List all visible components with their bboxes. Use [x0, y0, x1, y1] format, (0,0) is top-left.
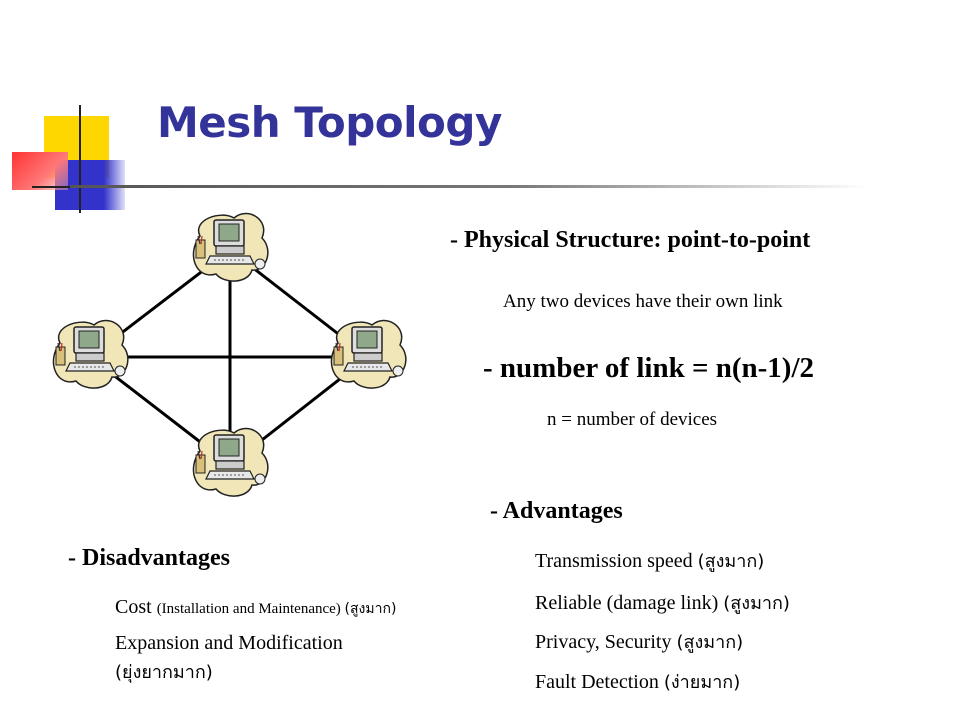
advantage-label: Reliable (damage link)	[535, 592, 724, 614]
link-formula-desc: n = number of devices	[547, 409, 718, 430]
red-square	[12, 152, 68, 190]
disadvantage-expansion: Expansion and Modification	[115, 632, 343, 654]
advantage-label: Privacy, Security	[535, 631, 677, 653]
advantages-heading: - Advantages	[490, 498, 623, 524]
advantage-item: Reliable (damage link) (สูงมาก)	[535, 588, 790, 617]
title-underline	[70, 185, 870, 188]
advantage-item: Fault Detection (ง่ายมาก)	[535, 667, 740, 696]
disadvantage-expansion-note: (ยุ่งยากมาก)	[115, 662, 213, 683]
slide-title: Mesh Topology	[157, 98, 502, 147]
computer-icon	[330, 319, 407, 389]
horizontal-line	[32, 186, 72, 188]
physical-structure-heading: - Physical Structure: point-to-point	[450, 227, 811, 253]
link-formula-heading: - number of link = n(n-1)/2	[483, 352, 815, 384]
cost-note: (สูงมาก)	[344, 601, 397, 617]
advantage-item: Privacy, Security (สูงมาก)	[535, 627, 743, 656]
advantage-note: (สูงมาก)	[676, 632, 744, 653]
advantage-note: (สูงมาก)	[697, 551, 765, 572]
vertical-line	[79, 105, 81, 213]
disadvantages-heading: - Disadvantages	[68, 545, 231, 571]
advantage-label: Transmission speed	[535, 550, 698, 572]
cost-label: Cost	[115, 596, 157, 618]
advantage-note: (สูงมาก)	[723, 593, 790, 614]
advantage-item: Transmission speed (สูงมาก)	[535, 546, 764, 575]
physical-structure-desc: Any two devices have their own link	[503, 291, 783, 312]
disadvantage-cost: Cost (Installation and Maintenance) (สูง…	[115, 596, 396, 620]
advantage-label: Fault Detection	[535, 671, 664, 693]
computer-icon	[192, 427, 269, 497]
advantage-note: (ง่ายมาก)	[663, 672, 741, 693]
cost-detail: (Installation and Maintenance)	[156, 601, 345, 617]
